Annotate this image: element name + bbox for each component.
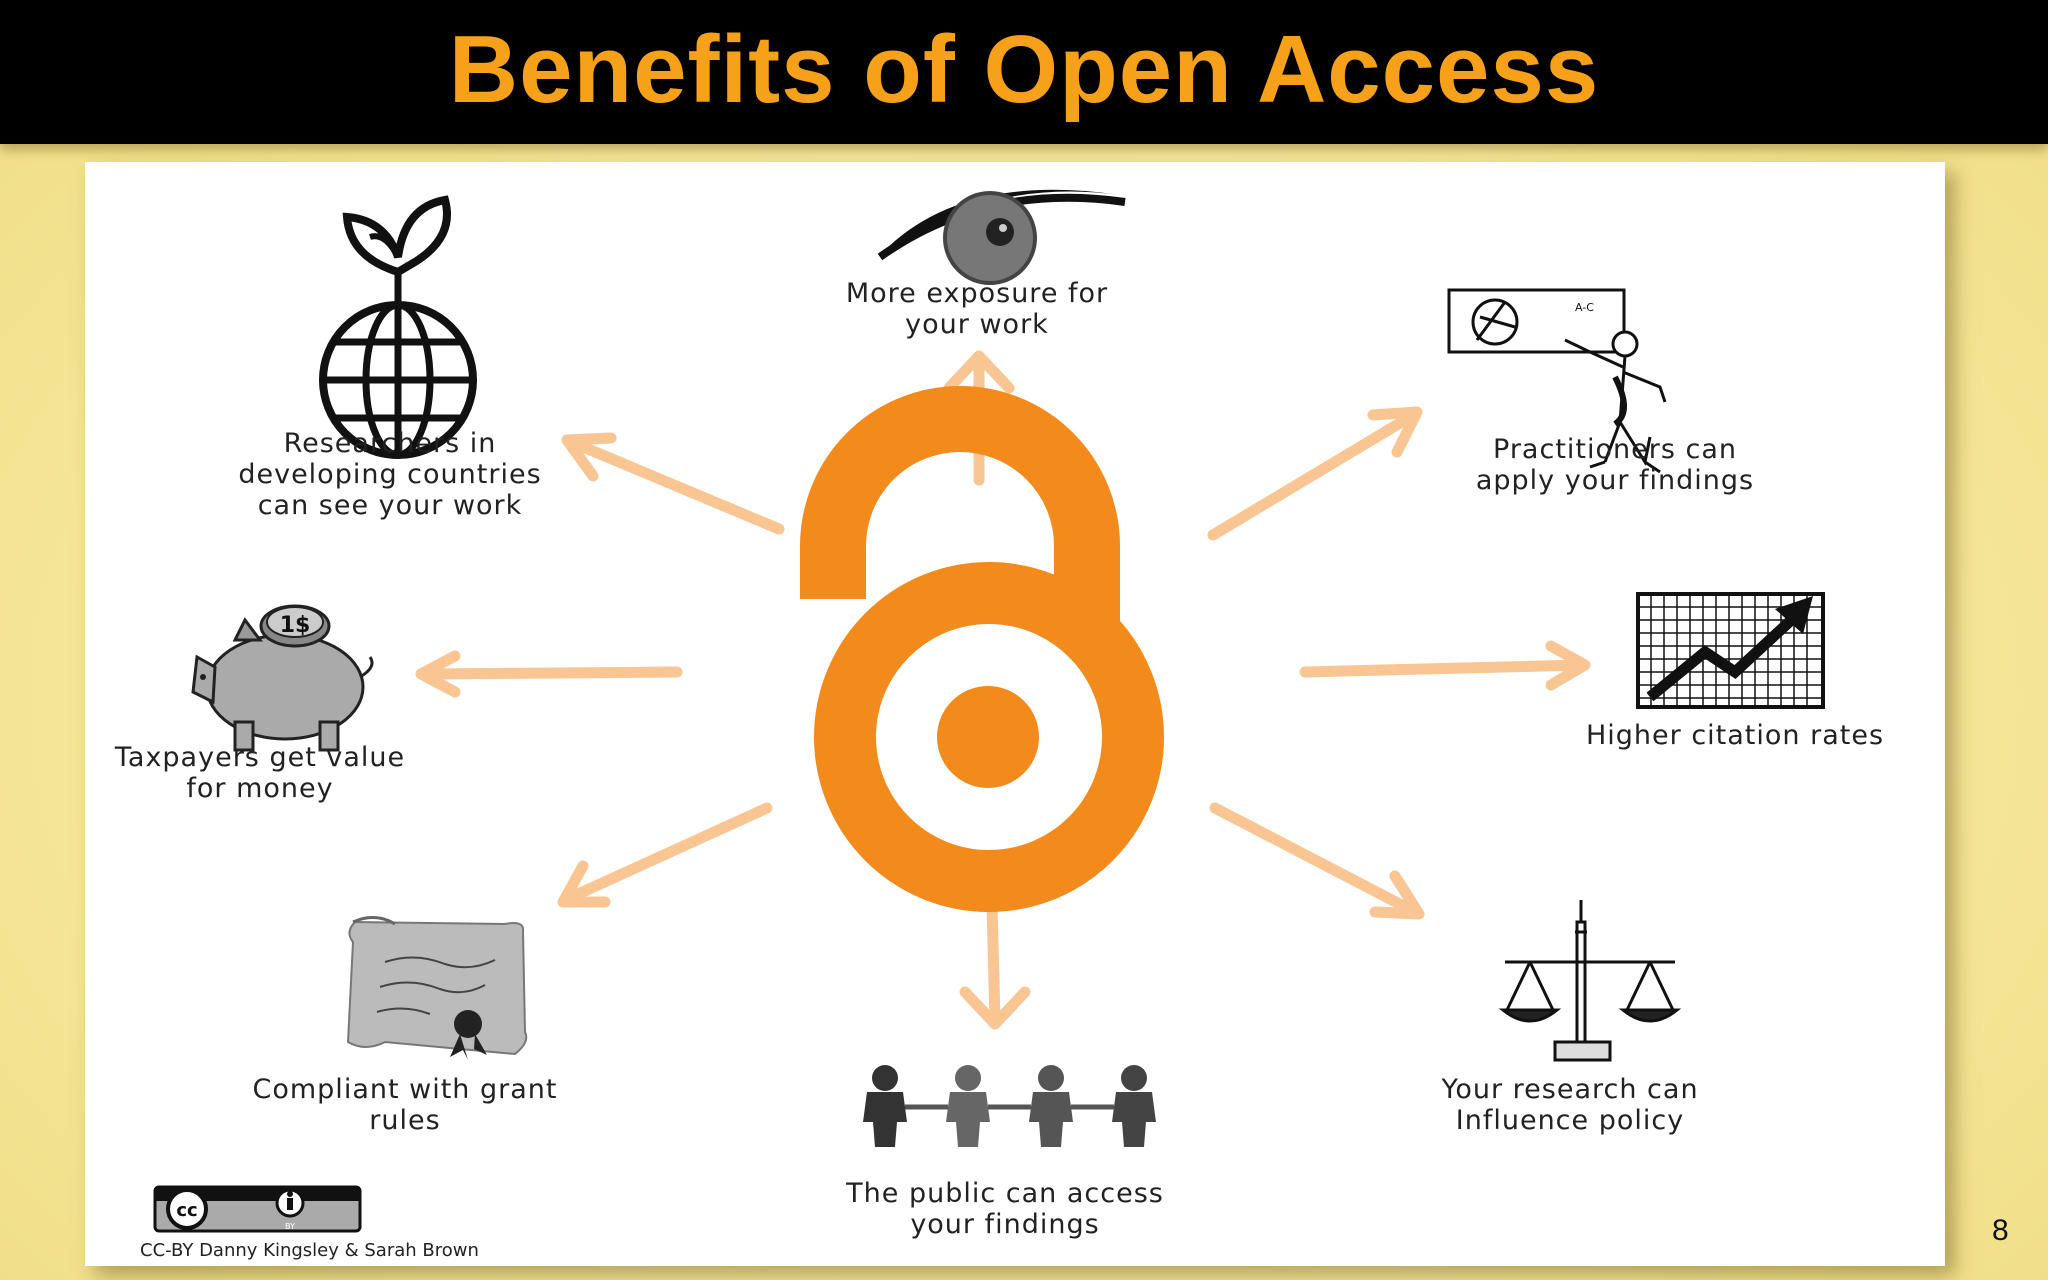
label-grant: Compliant with grant rules (252, 1074, 558, 1136)
open-access-lock-icon (800, 386, 1164, 912)
label-exposure: More exposure for your work (845, 278, 1109, 340)
people-icon (863, 1065, 1156, 1147)
arrow-up-right (1207, 406, 1423, 541)
benefits-diagram: A-C (153, 189, 1825, 1233)
slide-title: Benefits of Open Access (448, 16, 1600, 123)
scroll-certificate-icon (346, 916, 528, 1060)
page-number: 8 (1992, 1214, 2009, 1247)
arrow-down-right (1209, 802, 1425, 920)
scales-icon (1498, 900, 1682, 1062)
label-practitioners: Practitioners can apply your findings (1475, 434, 1755, 496)
arrow-right (1299, 640, 1591, 691)
label-policy: Your research can Influence policy (1441, 1074, 1699, 1136)
label-taxpayers: Taxpayers get value for money (114, 742, 406, 804)
label-public: The public can access your findings (846, 1178, 1164, 1240)
eye-icon (877, 189, 1126, 285)
diagram-panel: A-C (85, 162, 1945, 1266)
license-credit: CC-BY Danny Kingsley & Sarah Brown (140, 1240, 479, 1261)
arrow-down-left (557, 802, 773, 908)
by-text: BY (285, 1222, 295, 1231)
rising-chart-icon (1636, 592, 1825, 709)
arrow-up-left (561, 432, 785, 535)
title-bar: Benefits of Open Access (0, 0, 2048, 144)
presenter-icon (1447, 288, 1667, 474)
arrow-left (415, 650, 683, 698)
globe-plant-icon (319, 195, 477, 459)
label-citation: Higher citation rates (1585, 720, 1885, 751)
chart-tag-text: A-C (1575, 301, 1594, 314)
cc-by-badge (153, 1185, 362, 1233)
coin-text: 1$ (280, 613, 311, 638)
piggy-bank-icon (191, 604, 374, 752)
label-developing: Researchers in developing countries can … (238, 428, 542, 521)
cc-text: cc (176, 1200, 197, 1221)
